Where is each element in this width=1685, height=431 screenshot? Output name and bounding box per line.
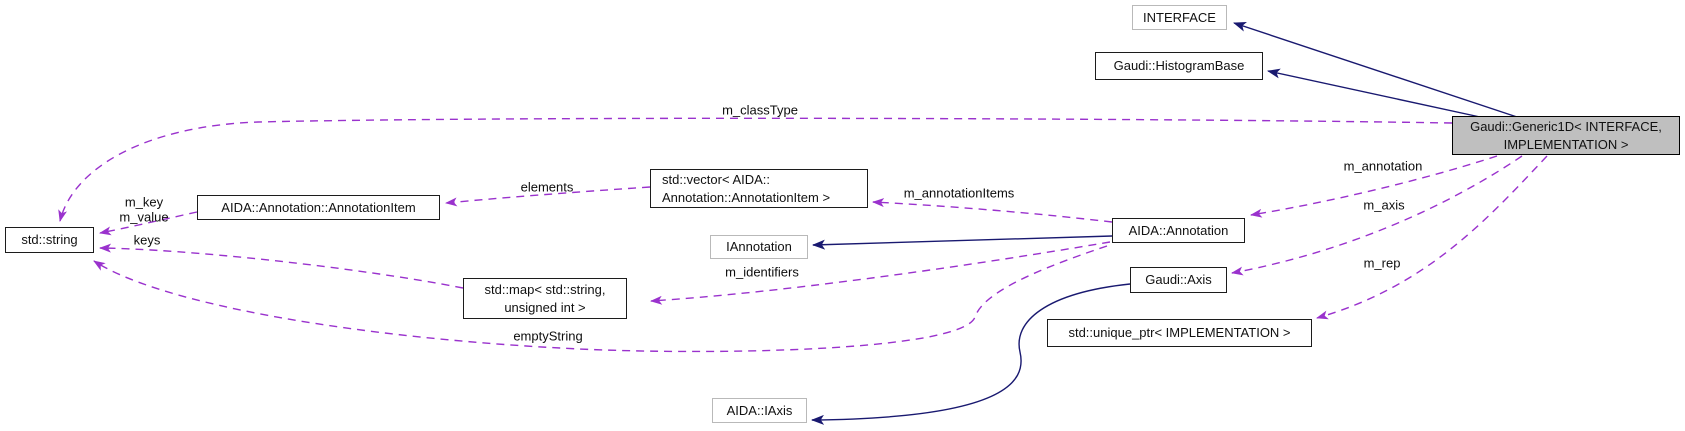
node-gaudi-axis-label: Gaudi::Axis [1145,272,1212,288]
edge-usage-elements [445,186,651,207]
edge-usage-keys [99,243,464,289]
edge-label-emptystring: emptyString [513,328,583,344]
edge-label-m-axis: m_axis [1363,197,1405,213]
edge-label-m-annotation: m_annotation [1343,158,1423,174]
edge-usage-m-identifiers [650,241,1111,305]
edge-usage-m-key-m-value [99,211,198,236]
node-std-map-line1: std::map< std::string, [484,282,606,298]
edge-label-m-identifiers: m_identifiers [725,264,799,280]
node-std-string[interactable]: std::string [5,227,94,253]
node-aida-iaxis-label: AIDA::IAxis [726,402,793,418]
node-aida-iaxis[interactable]: AIDA::IAxis [712,398,807,423]
edge-label-m-classtype: m_classType [722,102,798,118]
edge-usage-m-classtype [58,117,1453,222]
node-aida-annotation-label: AIDA::Annotation [1128,222,1229,238]
node-gaudi-histogrambase-label: Gaudi::HistogramBase [1113,58,1245,74]
node-std-vector-annotationitem[interactable]: std::vector< AIDA:: Annotation::Annotati… [650,169,868,208]
node-iannotation[interactable]: IAnnotation [710,235,808,259]
node-std-string-label: std::string [21,232,78,248]
node-std-unique-ptr[interactable]: std::unique_ptr< IMPLEMENTATION > [1047,319,1312,347]
edge-usage-emptystring [93,245,1108,353]
edge-label-keys: keys [133,232,161,248]
edge-label-m-key-m-value: m_key m_value [119,195,168,226]
node-gaudi-generic1d-line2: IMPLEMENTATION > [1503,136,1629,152]
node-gaudi-histogrambase[interactable]: Gaudi::HistogramBase [1095,52,1263,80]
edge-label-m-value: m_value [119,210,169,225]
edge-inherit-iannotation [812,235,1113,250]
edge-usage-m-annotation [1250,155,1498,218]
node-iannotation-label: IAnnotation [726,239,792,255]
node-std-unique-ptr-label: std::unique_ptr< IMPLEMENTATION > [1068,325,1291,341]
node-std-vector-line2: Annotation::AnnotationItem > [662,189,831,205]
node-aida-annotation[interactable]: AIDA::Annotation [1112,218,1245,243]
node-std-map-line2: unsigned int > [504,299,586,315]
edge-label-m-key: m_key [124,194,164,210]
edge-inherit-histogrambase [1267,68,1481,118]
edge-inherit-interface [1233,22,1518,118]
edge-label-m-rep: m_rep [1363,255,1401,271]
edge-usage-m-rep [1316,155,1548,320]
edge-label-m-annotationitems: m_annotationItems [903,185,1015,201]
edge-inherit-iaxis [811,283,1131,425]
node-interface[interactable]: INTERFACE [1132,5,1227,30]
edge-usage-m-axis [1231,155,1523,276]
edge-usage-m-annotationitems [872,198,1113,223]
node-aida-annotation-annotationitem-label: AIDA::Annotation::AnnotationItem [221,199,416,215]
edge-label-elements: elements [520,179,574,195]
node-std-map[interactable]: std::map< std::string, unsigned int > [463,278,627,319]
node-gaudi-generic1d[interactable]: Gaudi::Generic1D< INTERFACE, IMPLEMENTAT… [1452,116,1680,155]
node-gaudi-axis[interactable]: Gaudi::Axis [1130,267,1227,293]
node-std-vector-line1: std::vector< AIDA:: [662,172,771,188]
node-interface-label: INTERFACE [1143,9,1216,25]
node-aida-annotation-annotationitem[interactable]: AIDA::Annotation::AnnotationItem [197,195,440,220]
node-gaudi-generic1d-line1: Gaudi::Generic1D< INTERFACE, [1470,119,1662,135]
